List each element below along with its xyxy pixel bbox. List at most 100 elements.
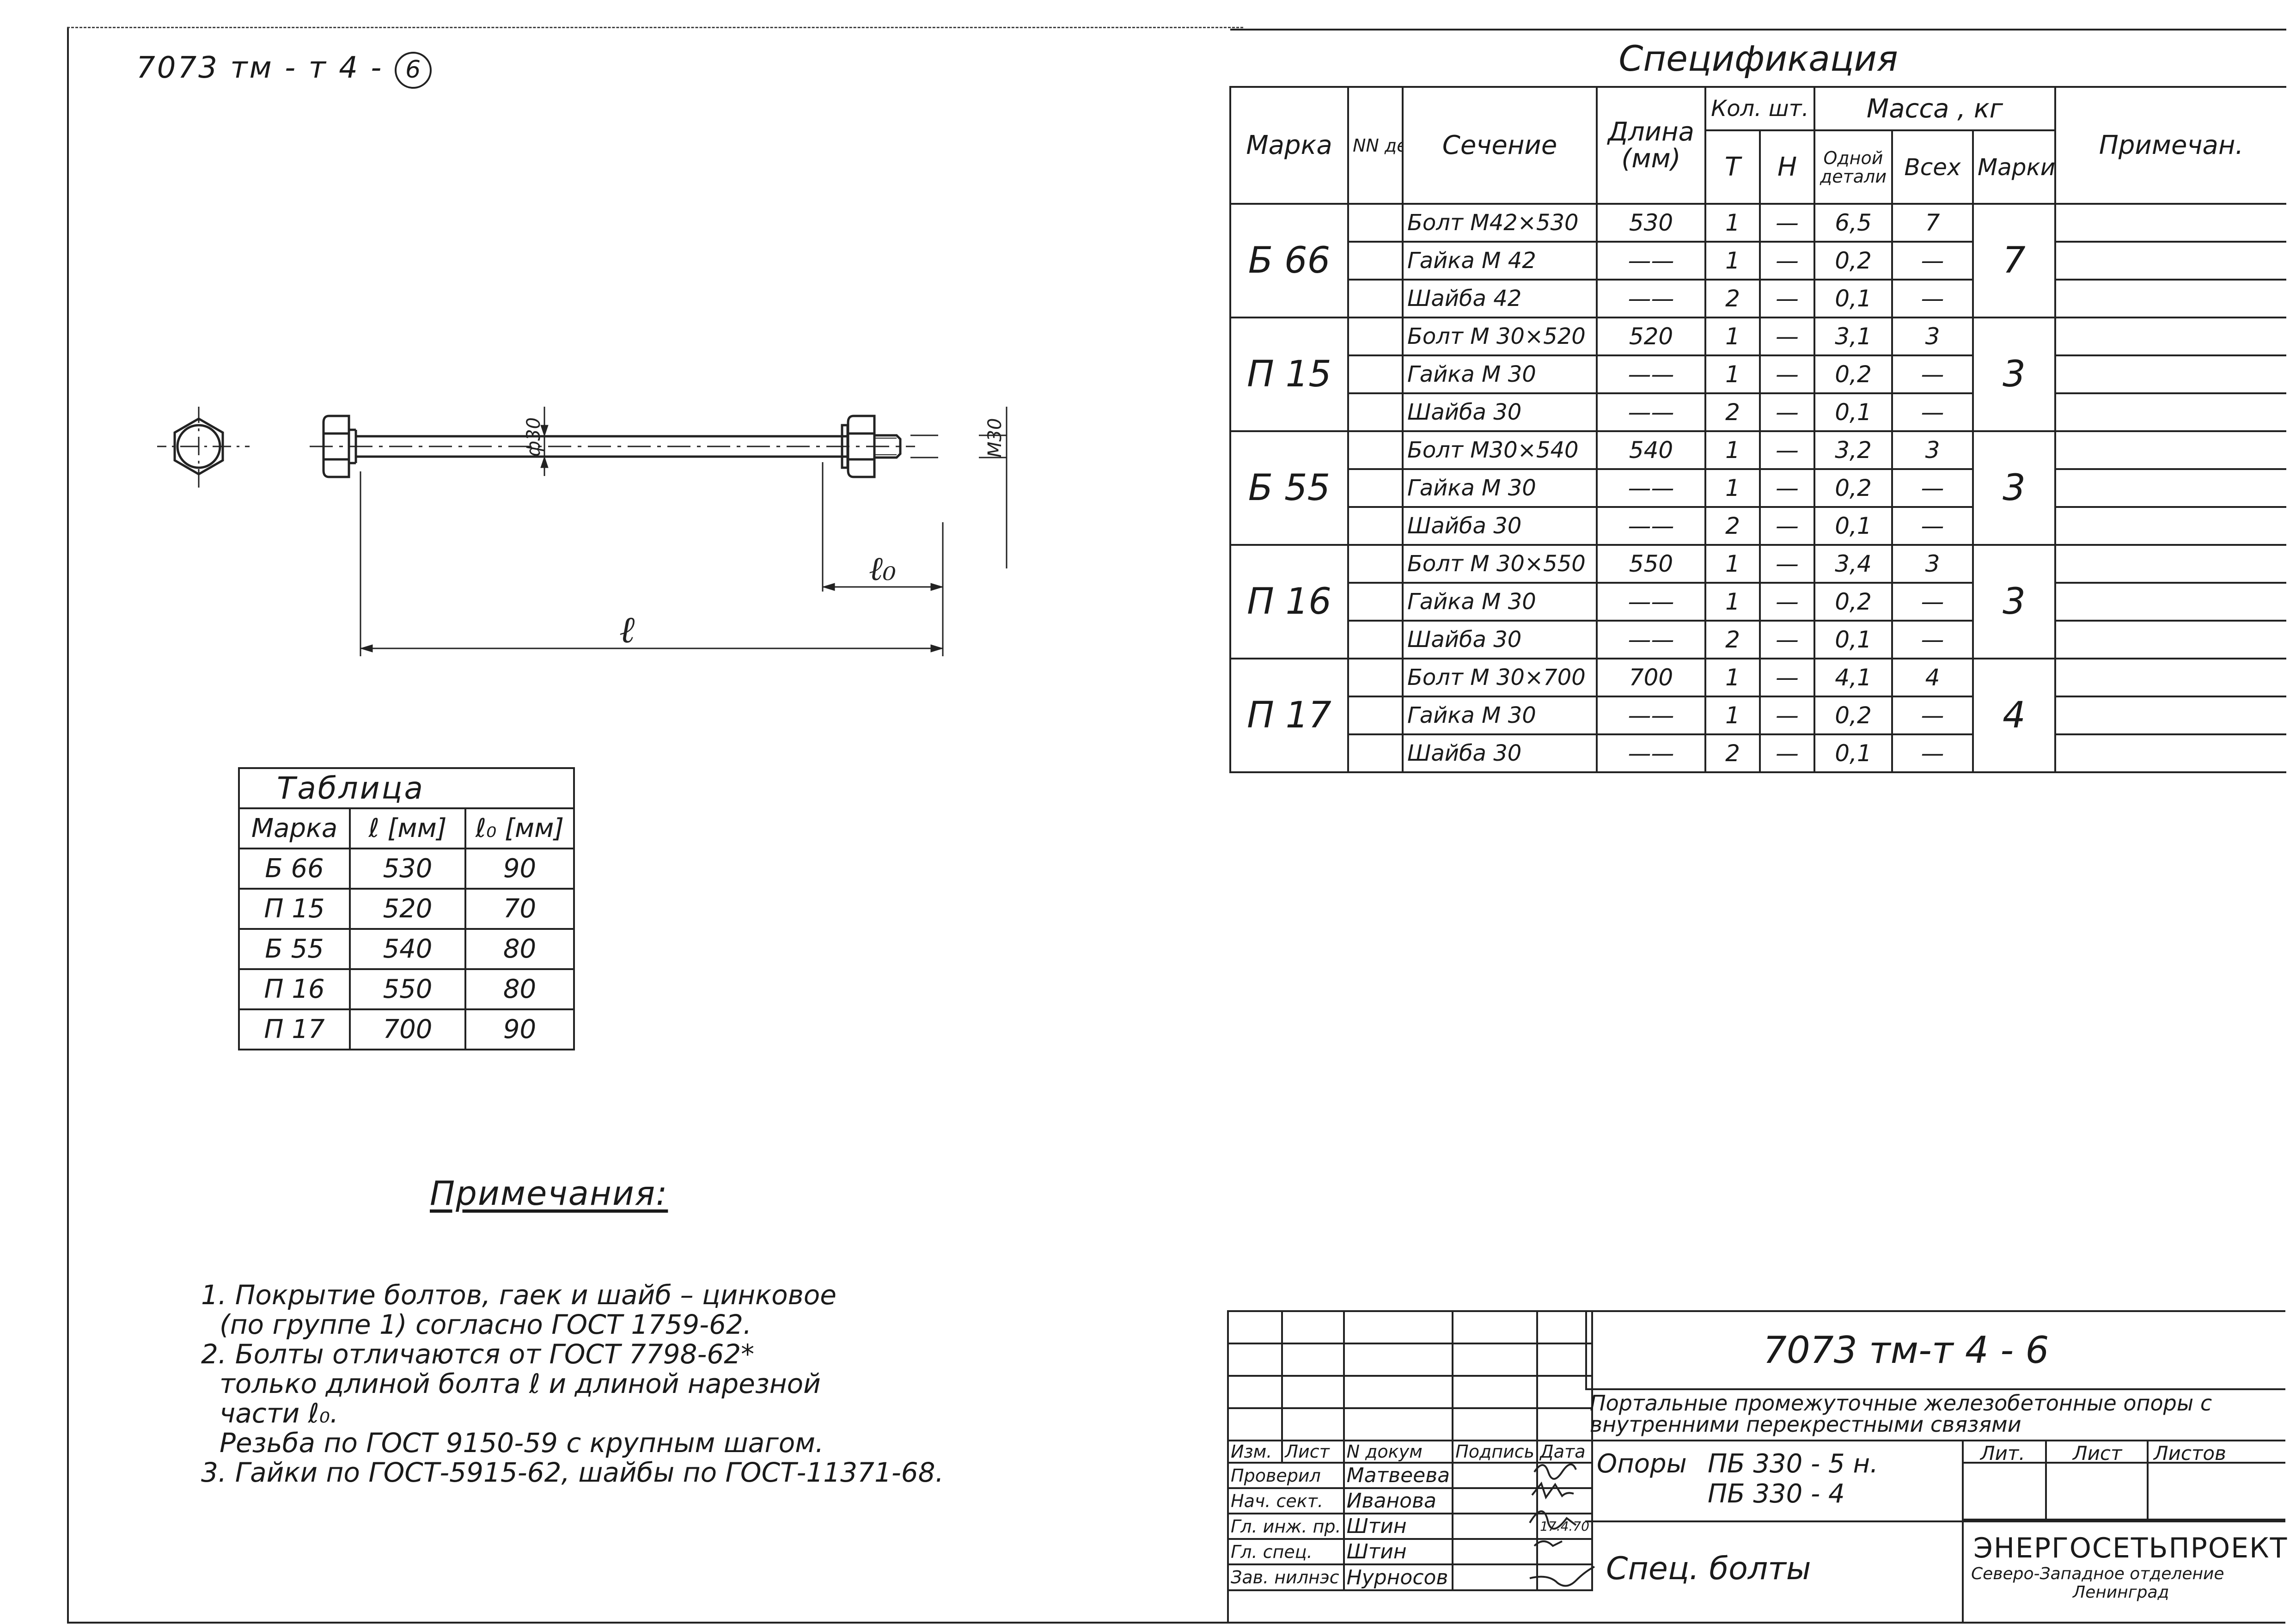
spec-mark-cell: П 15 [1229,317,1349,432]
spec-qty-n-cell: — [1759,392,1815,432]
grid-cell [1281,1375,1345,1409]
spec-header-note: Примечан. [2054,86,2287,205]
spec-det-cell [1347,317,1404,356]
signature-cell [1452,1563,1539,1591]
spec-header-section: Сечение [1402,86,1598,205]
name-cell: Иванова [1343,1487,1454,1514]
spec-header-mass-mark: Марки [1972,129,2056,205]
spec-qty-n-cell: — [1759,279,1815,318]
spec-qty-n-cell: — [1759,733,1815,773]
subject-line-1: ПБ 330 - 5 н. [1708,1449,1878,1479]
spec-mass-one-cell: 0,1 [1814,392,1893,432]
spec-mass-all-cell: 3 [1891,430,1974,470]
divider-line [1585,1440,2285,1441]
project-title: Портальные промежуточные железобетонные … [1590,1391,2212,1437]
spec-det-cell [1347,241,1404,281]
date-cell: 17.4.70 [1536,1513,1593,1540]
grid-cell [1343,1310,1454,1344]
table-cell: 80 [464,928,575,970]
spec-mass-one-cell: 0,1 [1814,733,1893,773]
spec-length-cell: 520 [1596,317,1706,356]
spec-qty-t-cell: 1 [1704,468,1761,508]
spec-qty-n-cell: — [1759,506,1815,546]
spec-section-cell: Болт М30×540 [1402,430,1598,470]
spec-qty-t-cell: 1 [1704,658,1761,697]
spec-mass-all-cell: — [1891,696,1974,735]
spec-row: Гайка М 30——1—0,2— [1230,696,2287,735]
spec-mass-all-cell: 7 [1891,203,1974,243]
spec-qty-t-cell: 1 [1704,317,1761,356]
spec-length-cell: 700 [1596,658,1706,697]
spec-qty-t-cell: 2 [1704,506,1761,546]
spec-mass-mark-cell: 3 [1972,544,2056,659]
note-line: 2. Болты отличаются от ГОСТ 7798-62* [201,1338,755,1370]
lit-divider [2045,1440,2047,1520]
spec-mass-mark-cell: 3 [1972,430,2056,546]
spec-mass-all-cell: — [1891,506,1974,546]
spec-mass-one-cell: 0,1 [1814,279,1893,318]
spec-row: Гайка М 30——1—0,2— [1230,468,2287,508]
spec-qty-n-cell: — [1759,696,1815,735]
spec-mass-one-cell: 0,2 [1814,696,1893,735]
spec-mass-one-cell: 6,5 [1814,203,1893,243]
spec-row: Гайка М 30——1—0,2— [1230,354,2287,394]
grid-cell [1227,1343,1283,1377]
table-cell: Б 66 [238,848,351,890]
spec-length-cell: —— [1596,468,1706,508]
role-cell: Гл. спец. [1227,1538,1345,1565]
spec-det-cell [1347,544,1404,584]
table-cell: П 17 [238,1008,351,1050]
table-cell: 530 [349,848,466,890]
col-header-list: Лист [1281,1440,1345,1464]
spec-length-cell: —— [1596,506,1706,546]
lit-divider [2147,1440,2149,1520]
spec-length-cell: —— [1596,620,1706,659]
spec-mass-mark-cell: 3 [1972,317,2056,432]
spec-note-cell [2054,696,2287,735]
spec-mass-all-cell: — [1891,354,1974,394]
spec-row: Шайба 30——2—0,1— [1230,506,2287,546]
table-cell: 540 [349,928,466,970]
spec-header-qty: Кол. шт. [1704,86,1815,131]
sheets-header: Листов [2154,1442,2226,1465]
spec-qty-t-cell: 2 [1704,392,1761,432]
spec-mass-mark-cell: 7 [1972,203,2056,318]
grid-cell [1227,1310,1283,1344]
role-cell: Гл. инж. пр. [1227,1513,1345,1540]
divider-line [1585,1520,2285,1522]
spec-mass-all-cell: 3 [1891,317,1974,356]
spec-qty-n-cell: — [1759,620,1815,659]
note-line: только длиной болта ℓ и длиной нарезной [220,1368,821,1399]
spec-note-cell [2054,203,2287,243]
frame-top-dashed-border [67,27,1243,28]
spec-qty-n-cell: — [1759,241,1815,281]
specification-table: Спецификация Марка NN дет. Сечение Длина… [1229,29,2287,773]
grid-cell [1343,1407,1454,1441]
spec-qty-t-cell: 1 [1704,354,1761,394]
spec-length-cell: 530 [1596,203,1706,243]
spec-header-mass-all: Всех [1891,129,1974,205]
dim-m30-label: М30 [984,418,1006,458]
spec-det-cell [1347,430,1404,470]
spec-mass-all-cell: — [1891,582,1974,622]
grid-cell [1452,1407,1539,1441]
spec-row: Шайба 30——2—0,1— [1230,620,2287,659]
spec-length-cell: —— [1596,733,1706,773]
role-cell: Нач. сект. [1227,1487,1345,1514]
spec-qty-n-cell: — [1759,658,1815,697]
spec-qty-n-cell: — [1759,430,1815,470]
spec-det-cell [1347,696,1404,735]
spec-note-cell [2054,544,2287,584]
subject-line-2: ПБ 330 - 4 [1708,1479,1845,1509]
spec-qty-n-cell: — [1759,582,1815,622]
spec-qty-t-cell: 2 [1704,620,1761,659]
spec-row: Гайка М 42——1—0,2— [1230,241,2287,281]
